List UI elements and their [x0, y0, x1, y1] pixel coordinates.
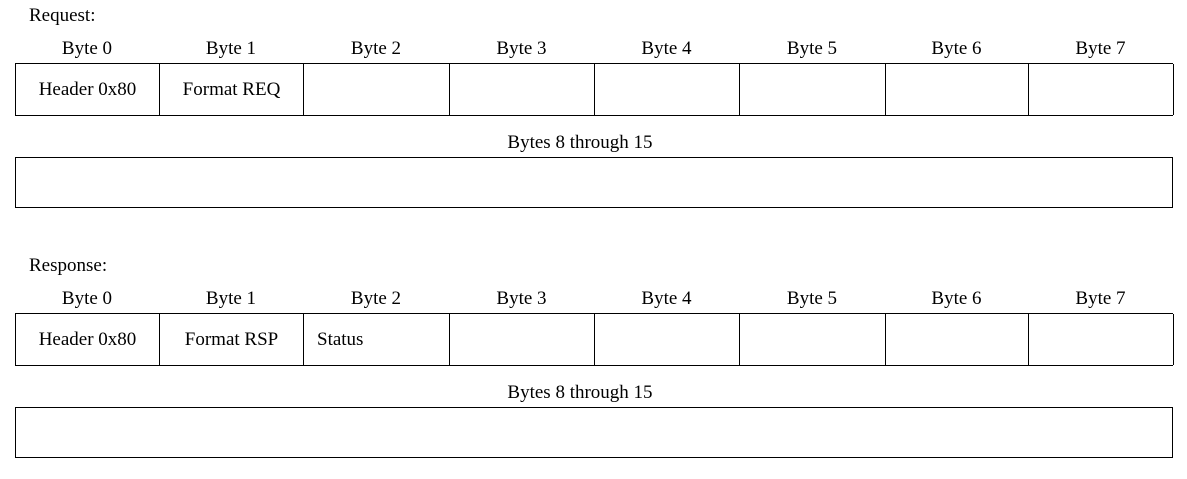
request-byte-cell-0: Header 0x80 [16, 64, 160, 115]
request-byte-label-4: Byte 4 [641, 38, 692, 59]
response-byte-label-6: Byte 6 [931, 288, 982, 309]
response-byte-cell-7 [1029, 314, 1174, 365]
request-byte-label-6: Byte 6 [931, 38, 982, 59]
response-byte-label-2: Byte 2 [350, 288, 402, 309]
request-byte-cell-1: Format REQ [160, 64, 304, 115]
request-byte-label-row: Byte 0 Byte 1 Byte 2 Byte 3 Byte 4 Byte … [15, 36, 1173, 62]
response-byte-label-0: Byte 0 [61, 288, 113, 309]
response-section-title: Response: [29, 255, 108, 276]
request-byte-row: Header 0x80 Format REQ [15, 63, 1174, 116]
request-byte-cell-6 [886, 64, 1029, 115]
response-tail-label: Bytes 8 through 15 [507, 382, 653, 403]
request-section-title: Request: [29, 5, 96, 26]
response-byte-cell-2: Status [304, 314, 450, 365]
response-byte-cell-1: Format RSP [160, 314, 304, 365]
request-byte-label-0: Byte 0 [61, 38, 113, 59]
request-byte-cell-5 [740, 64, 886, 115]
response-byte-label-3: Byte 3 [496, 288, 547, 309]
request-byte-label-3: Byte 3 [496, 38, 547, 59]
response-byte-row: Header 0x80 Format RSP Status [15, 313, 1174, 366]
response-byte-label-7: Byte 7 [1075, 288, 1126, 309]
response-byte-label-1: Byte 1 [205, 288, 257, 309]
request-byte-label-5: Byte 5 [786, 38, 838, 59]
request-byte-cell-7 [1029, 64, 1174, 115]
response-byte-cell-0: Header 0x80 [16, 314, 160, 365]
response-byte-label-4: Byte 4 [641, 288, 692, 309]
request-tail-box [15, 157, 1173, 208]
response-byte-label-row: Byte 0 Byte 1 Byte 2 Byte 3 Byte 4 Byte … [15, 286, 1173, 312]
response-byte-cell-3 [450, 314, 595, 365]
response-tail-box [15, 407, 1173, 458]
response-byte-label-5: Byte 5 [786, 288, 838, 309]
request-byte-cell-2 [304, 64, 450, 115]
response-byte-cell-4 [595, 314, 740, 365]
response-byte-cell-6 [886, 314, 1029, 365]
request-byte-label-1: Byte 1 [205, 38, 257, 59]
request-byte-label-7: Byte 7 [1075, 38, 1126, 59]
request-byte-cell-4 [595, 64, 740, 115]
request-tail-label: Bytes 8 through 15 [507, 132, 653, 153]
request-byte-label-2: Byte 2 [350, 38, 402, 59]
request-byte-cell-3 [450, 64, 595, 115]
response-byte-cell-5 [740, 314, 886, 365]
